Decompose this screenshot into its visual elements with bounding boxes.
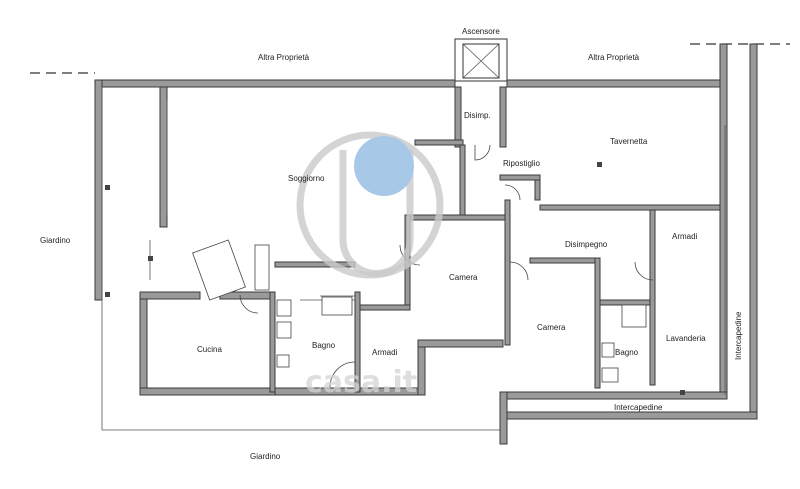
room-labels: Ascensore Altra Proprietà Altra Propriet… [40,27,743,461]
door-swings [239,144,654,388]
label-giardino-left: Giardino [40,236,71,245]
label-armadi-right: Armadi [672,232,698,241]
exterior-walls [94,43,758,445]
label-disimp: Disimp. [464,111,491,120]
label-camera-center: Camera [449,273,478,282]
label-cucina: Cucina [197,345,222,354]
location-marker [354,136,414,196]
label-camera-right: Camera [537,323,566,332]
label-intercapedine-right: Intercapedine [734,311,743,360]
label-ascensore: Ascensore [462,27,500,36]
label-bagno-right: Bagno [615,348,639,357]
label-bagno-left: Bagno [312,341,336,350]
elevator-shaft [454,38,508,82]
watermark-text: casa.it [305,365,417,400]
plan-lines [101,87,726,431]
label-armadi-left: Armadi [372,348,398,357]
label-altra-proprieta-left: Altra Proprietà [258,53,310,62]
label-lavanderia: Lavanderia [666,334,706,343]
interior-walls [269,86,721,393]
label-giardino-bottom: Giardino [250,452,281,461]
watermark-logo: casa.it [296,131,444,400]
label-ripostiglio: Ripostiglio [503,159,540,168]
property-lines [30,43,790,74]
label-intercapedine-bottom: Intercapedine [614,403,663,412]
label-soggiorno: Soggiorno [288,174,325,183]
small-marks [105,162,685,395]
label-altra-proprieta-right: Altra Proprietà [588,53,640,62]
label-tavernetta: Tavernetta [610,137,648,146]
bathroom-fixtures [276,296,647,383]
label-disimpegno: Disimpegno [565,240,608,249]
